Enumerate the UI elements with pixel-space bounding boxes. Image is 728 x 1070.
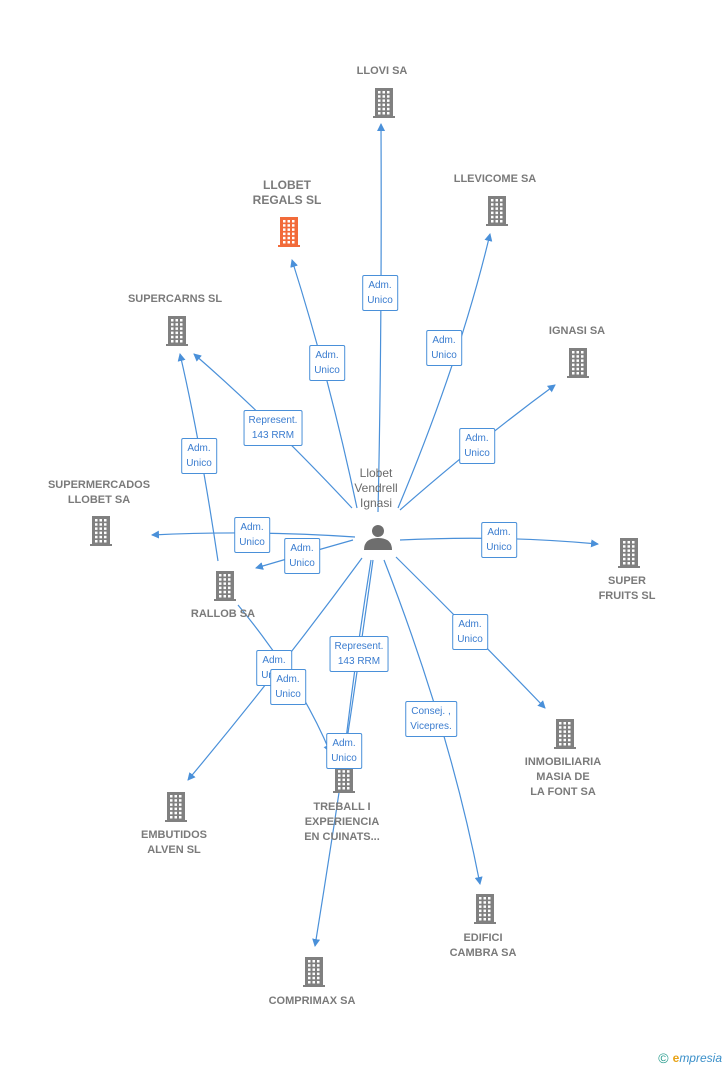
company-label-super-fruits[interactable]: SUPER FRUITS SL bbox=[598, 575, 656, 602]
company-label-comprimax[interactable]: COMPRIMAX SA bbox=[268, 995, 356, 1007]
building-icon-embutidos[interactable] bbox=[165, 792, 187, 822]
building-icon-llobet-regals[interactable] bbox=[278, 217, 300, 247]
edge-label-person-llevicome[interactable]: Adm. Unico bbox=[426, 330, 462, 366]
company-label-inmobiliaria[interactable]: INMOBILIARIA MASIA DE LA FONT SA bbox=[524, 756, 602, 798]
edge-label-person-supermercados[interactable]: Adm. Unico bbox=[234, 517, 270, 553]
edge-label-rallob-treball[interactable]: Adm. Unico bbox=[270, 669, 306, 705]
company-label-llobet-regals[interactable]: LLOBET REGALS SL bbox=[252, 178, 322, 207]
edge-label-person-llobet-regals[interactable]: Adm. Unico bbox=[309, 345, 345, 381]
edge-label-person-inmobiliaria[interactable]: Adm. Unico bbox=[452, 614, 488, 650]
building-icon-comprimax[interactable] bbox=[303, 957, 325, 987]
edge-label-person-edifici[interactable]: Consej. , Vicepres. bbox=[405, 701, 457, 737]
footer-brand: © empresia bbox=[658, 1050, 722, 1066]
company-label-embutidos[interactable]: EMBUTIDOS ALVEN SL bbox=[141, 829, 207, 856]
company-label-llovi[interactable]: LLOVI SA bbox=[356, 65, 408, 77]
building-icon-supercarns[interactable] bbox=[166, 316, 188, 346]
building-icon-edifici[interactable] bbox=[474, 894, 496, 924]
edge-label-rallob-supercarns[interactable]: Adm. Unico bbox=[181, 438, 217, 474]
person-icon[interactable] bbox=[364, 525, 392, 550]
edge-person-llevicome bbox=[397, 233, 493, 509]
edge-label-person-super-fruits[interactable]: Adm. Unico bbox=[481, 522, 517, 558]
building-icon-rallob[interactable] bbox=[214, 571, 236, 601]
building-icon-supermercados[interactable] bbox=[90, 516, 112, 546]
company-label-edifici[interactable]: EDIFICI CAMBRA SA bbox=[449, 932, 517, 959]
company-label-llevicome[interactable]: LLEVICOME SA bbox=[453, 173, 537, 185]
building-icon-llevicome[interactable] bbox=[486, 196, 508, 226]
building-icon-treball[interactable] bbox=[333, 763, 355, 793]
person-name-label[interactable]: Llobet Vendrell Ignasi bbox=[354, 466, 398, 510]
building-icon-ignasi[interactable] bbox=[567, 348, 589, 378]
building-icon-inmobiliaria[interactable] bbox=[554, 719, 576, 749]
edge-person-llobet-regals bbox=[290, 259, 358, 509]
edge-label-person-supercarns[interactable]: Represent. 143 RRM bbox=[243, 410, 303, 446]
copyright-icon: © bbox=[658, 1050, 669, 1066]
company-label-treball[interactable]: TREBALL I EXPERIENCIA EN CUINATS... bbox=[304, 801, 380, 843]
building-icon-super-fruits[interactable] bbox=[618, 538, 640, 568]
company-label-rallob[interactable]: RALLOB SA bbox=[190, 608, 256, 620]
company-label-ignasi[interactable]: IGNASI SA bbox=[548, 325, 606, 337]
edge-label-person-treball[interactable]: Adm. Unico bbox=[326, 733, 362, 769]
company-label-supermercados[interactable]: SUPERMERCADOS LLOBET SA bbox=[47, 479, 151, 506]
edge-person-llovi bbox=[377, 123, 386, 513]
empresia-logo[interactable]: empresia bbox=[672, 1051, 722, 1065]
edge-label-person-rallob[interactable]: Adm. Unico bbox=[284, 538, 320, 574]
company-label-supercarns[interactable]: SUPERCARNS SL bbox=[127, 293, 223, 305]
edge-label-person-comprimax[interactable]: Represent. 143 RRM bbox=[329, 636, 389, 672]
edge-label-person-llovi[interactable]: Adm. Unico bbox=[362, 275, 398, 311]
edge-label-person-ignasi[interactable]: Adm. Unico bbox=[459, 428, 495, 464]
building-icon-llovi[interactable] bbox=[373, 88, 395, 118]
